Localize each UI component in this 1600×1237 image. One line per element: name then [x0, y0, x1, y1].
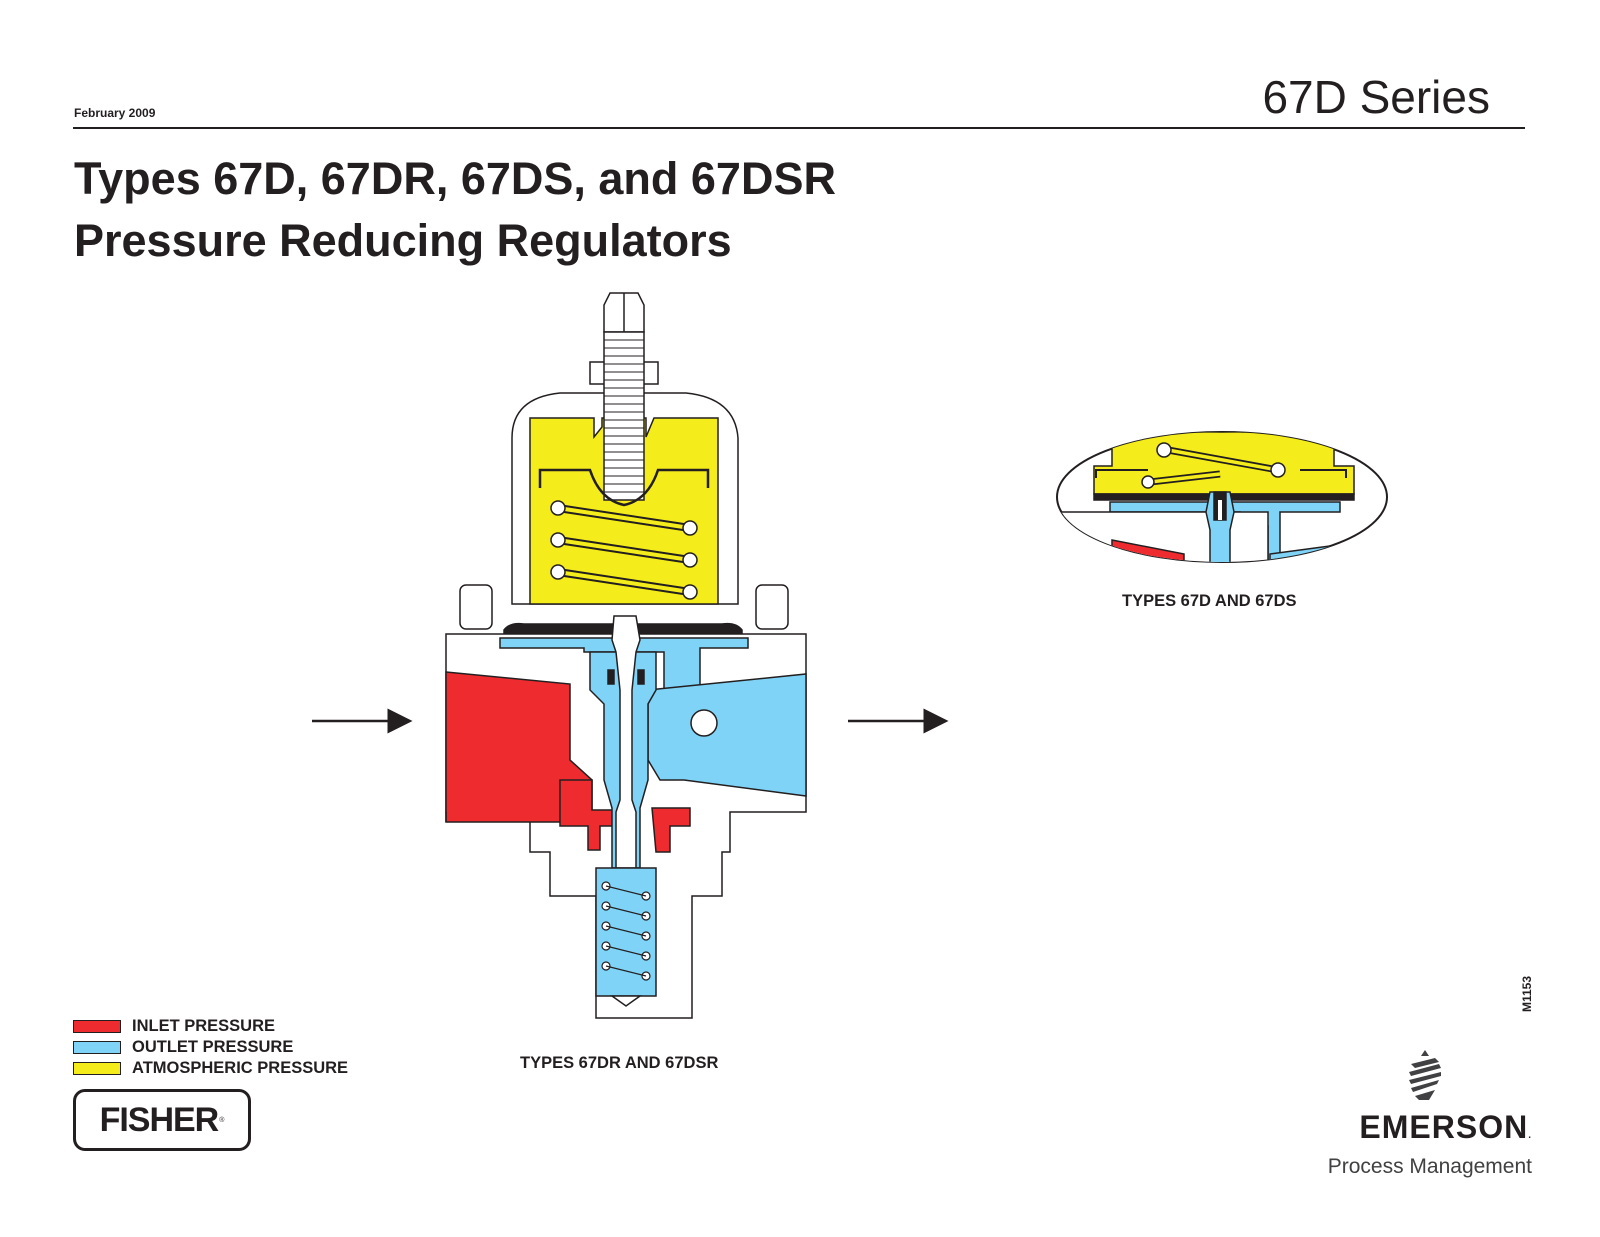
control-spring	[550, 500, 698, 600]
outlet-port	[647, 673, 807, 797]
pressure-legend: INLET PRESSURE OUTLET PRESSURE ATMOSPHER…	[73, 1016, 348, 1079]
emerson-wordmark: EMERSON.	[1359, 1109, 1532, 1145]
emerson-logo-icon	[1409, 1050, 1441, 1100]
title-line-2: Pressure Reducing Regulators	[74, 215, 732, 266]
inlet-swatch	[73, 1020, 121, 1033]
title-line-1: Types 67D, 67DR, 67DS, and 67DSR	[74, 153, 836, 204]
legend-item-outlet: OUTLET PRESSURE	[73, 1037, 348, 1058]
main-caption: TYPES 67DR AND 67DSR	[520, 1054, 719, 1072]
valve-plug-spring	[601, 881, 651, 981]
detail-caption: TYPES 67D AND 67DS	[1122, 592, 1297, 610]
emerson-subtitle: Process Management	[1327, 1155, 1532, 1178]
fisher-registered-mark: ®	[219, 1116, 225, 1124]
emerson-logo: EMERSON. Process Management	[1328, 1110, 1532, 1181]
detail-body	[1059, 511, 1269, 562]
stem-o-ring-left	[607, 669, 615, 685]
document-title: Types 67D, 67DR, 67DS, and 67DSR Pressur…	[74, 148, 836, 272]
series-title: 67D Series	[1262, 71, 1490, 123]
legend-item-atmospheric: ATMOSPHERIC PRESSURE	[73, 1058, 348, 1079]
legend-item-inlet: INLET PRESSURE	[73, 1016, 348, 1037]
screw-threads	[604, 339, 644, 493]
right-cap-screw	[755, 584, 789, 630]
main-regulator-drawing	[445, 292, 807, 1019]
detail-stem	[1205, 491, 1235, 562]
atmospheric-swatch	[73, 1062, 121, 1075]
inlet-seat-passage	[559, 779, 625, 851]
legend-label: ATMOSPHERIC PRESSURE	[132, 1059, 349, 1077]
detail-inset-drawing	[1056, 431, 1388, 563]
left-cap-screw	[459, 584, 493, 630]
legend-label: INLET PRESSURE	[132, 1017, 276, 1035]
inlet-seat-passage-right	[651, 807, 691, 853]
legend-label: OUTLET PRESSURE	[132, 1038, 294, 1056]
outlet-swatch	[73, 1041, 121, 1054]
gauge-port	[690, 709, 718, 737]
emerson-period: .	[1528, 1130, 1532, 1141]
drawing-code: M1153	[1520, 975, 1534, 1012]
upper-spring-seat	[538, 468, 710, 507]
stem-o-ring-right	[637, 669, 645, 685]
publication-date: February 2009	[74, 106, 156, 120]
plug-tip	[609, 995, 643, 1007]
fisher-wordmark: FISHER	[99, 1100, 220, 1139]
adjusting-screw	[603, 331, 645, 501]
fisher-logo: FISHER®	[73, 1089, 251, 1151]
header-rule	[73, 127, 1525, 129]
